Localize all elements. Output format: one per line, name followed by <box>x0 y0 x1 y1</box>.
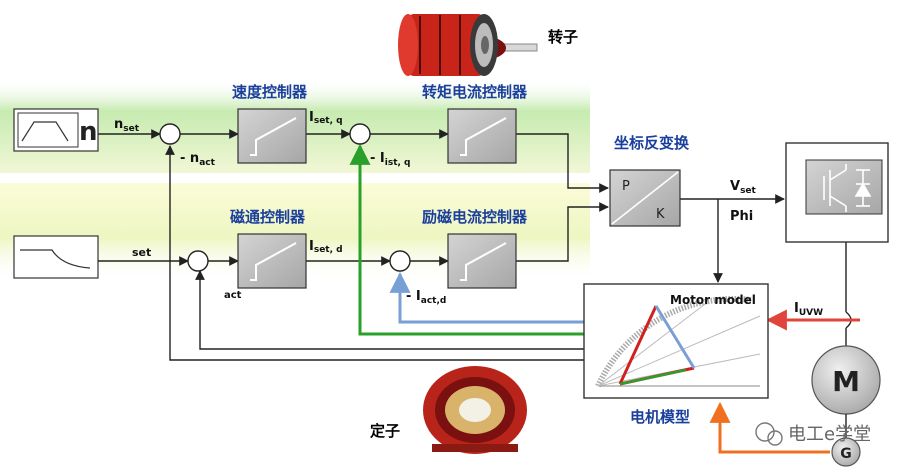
label-i-uvw: IUVW <box>794 301 823 318</box>
motor-model-box: Motor model <box>583 283 769 399</box>
title-torque-controller: 转矩电流控制器 <box>422 83 528 101</box>
torque-controller-block <box>447 108 517 164</box>
sum-junction-flux <box>187 250 209 272</box>
motor-m-label: M <box>832 365 860 398</box>
encoder-g: G <box>831 437 861 467</box>
transform-k-label: K <box>656 207 665 222</box>
speed-ramp-box: n <box>13 108 99 152</box>
flux-controller-block <box>237 233 307 289</box>
label-n-set: nset <box>114 117 140 134</box>
label-v-set: Vset <box>730 179 757 196</box>
label-i-set-d: Iset, d <box>309 239 343 255</box>
label-act: act <box>224 290 242 301</box>
label-rotor: 转子 <box>548 28 578 46</box>
title-excitation-controller: 励磁电流控制器 <box>422 208 528 226</box>
label-set: set <box>132 246 151 259</box>
label-phi: Phi <box>730 209 753 224</box>
sum-junction-id <box>389 250 411 272</box>
title-inverse-transform: 坐标反变换 <box>614 134 690 152</box>
label-i-act-d: - Iact,d <box>406 289 446 306</box>
motor-m: M <box>811 345 881 415</box>
motor-model-title: Motor model <box>670 293 756 307</box>
watermark-text: 电工e学堂 <box>788 424 871 445</box>
label-i-ist-q: - Iist, q <box>370 151 411 168</box>
flux-curve-box <box>13 235 99 279</box>
sum-junction-iq <box>349 123 371 145</box>
encoder-g-label: G <box>840 446 852 462</box>
inverse-transform-block: P K <box>609 169 681 227</box>
label-stator: 定子 <box>370 422 400 440</box>
stator-image <box>423 366 527 454</box>
rotor-image <box>398 14 538 76</box>
iq-feedback-line <box>349 143 584 336</box>
speed-controller-block <box>237 108 307 164</box>
watermark: 电工e学堂 <box>755 422 871 446</box>
inverter-block <box>785 142 889 243</box>
label-n-act: - nact <box>180 151 216 168</box>
excitation-controller-block <box>447 233 517 289</box>
label-i-set-q: Iset, q <box>309 110 343 126</box>
title-flux-controller: 磁通控制器 <box>230 208 306 226</box>
ramp-n-label: n <box>79 117 98 147</box>
title-speed-controller: 速度控制器 <box>232 83 308 101</box>
encoder-feedback-line <box>709 401 830 454</box>
label-motor-model: 电机模型 <box>630 408 690 426</box>
id-feedback-line <box>389 271 584 324</box>
transform-p-label: P <box>622 179 630 194</box>
sum-junction-speed <box>159 123 181 145</box>
